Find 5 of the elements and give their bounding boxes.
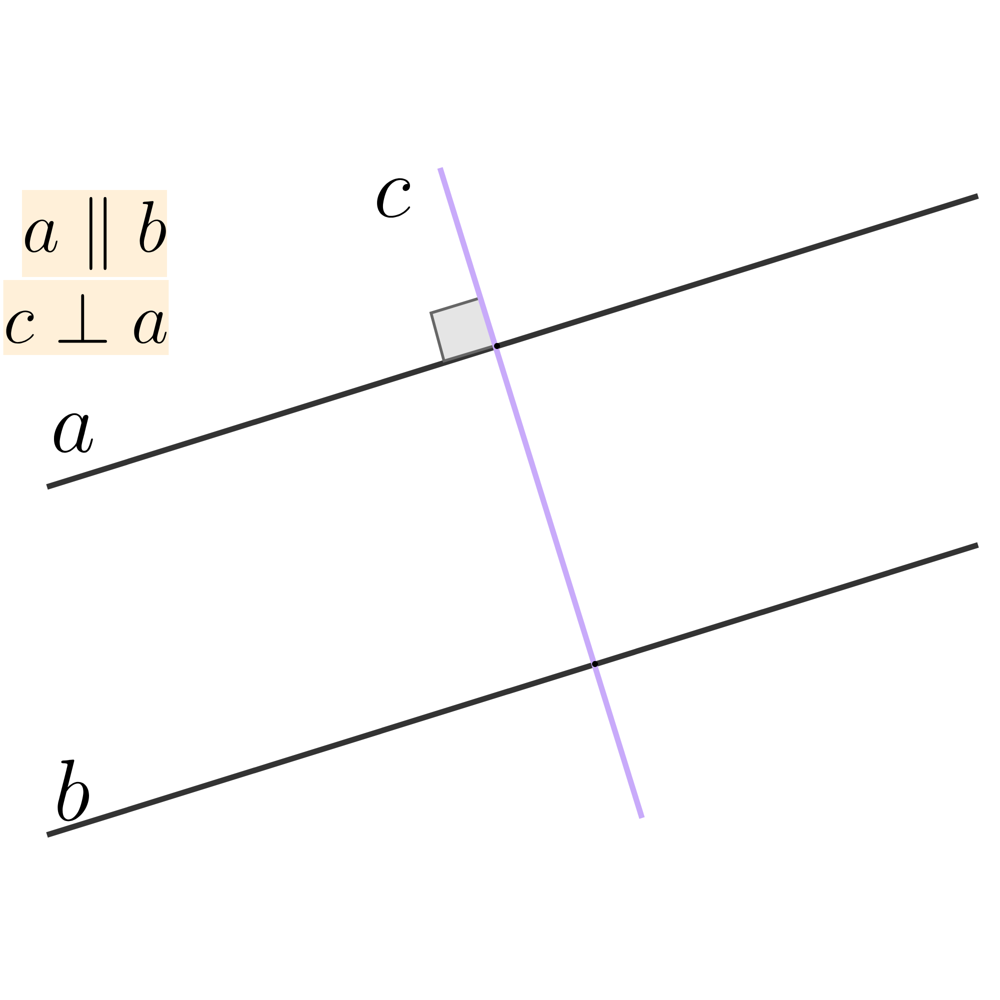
line-label: $a$	[54, 413, 93, 453]
line-label: $c$	[377, 178, 410, 218]
condition-box: $c\perp a$	[3, 280, 169, 355]
condition-box: $a \parallel b$	[22, 190, 167, 277]
line-label: $b$	[58, 760, 90, 822]
